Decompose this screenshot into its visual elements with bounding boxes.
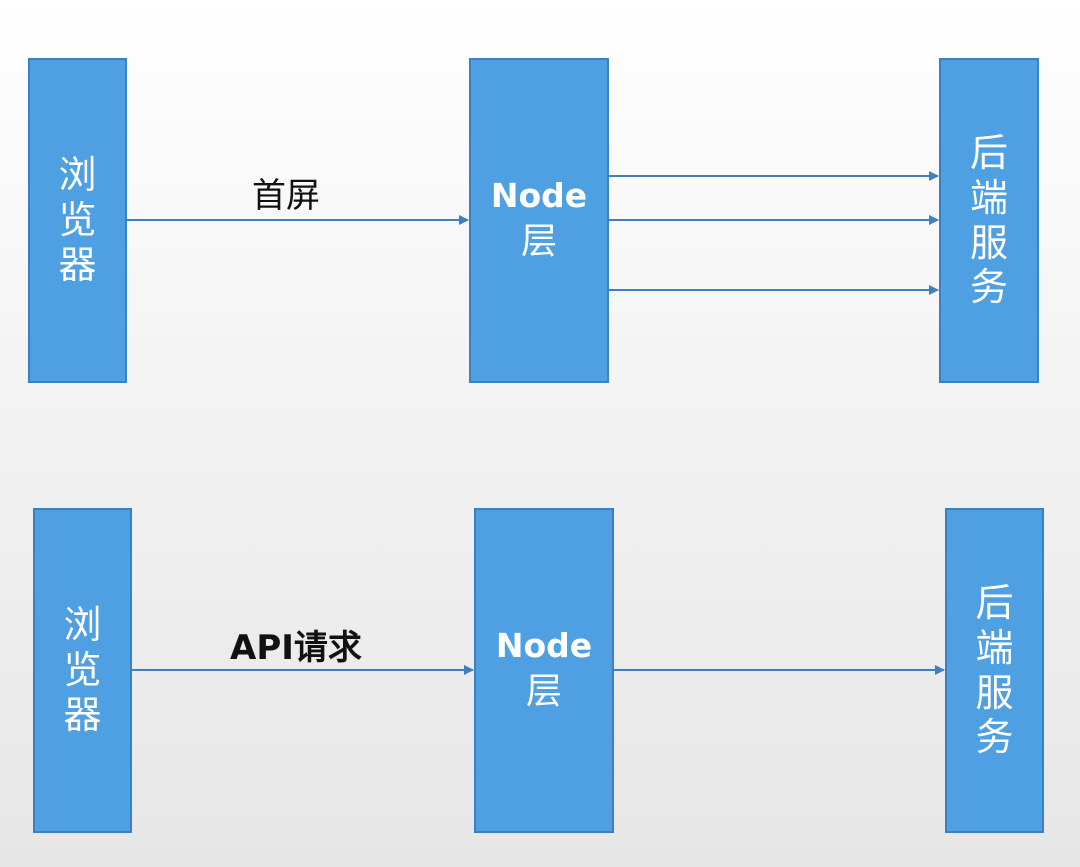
bottom-browser-box: 浏览器 — [33, 508, 132, 833]
top-node-name: Node — [490, 175, 588, 215]
bottom-node-text: Node 层 — [496, 624, 592, 717]
bottom-browser-label: 浏览器 — [63, 603, 102, 737]
top-backend-label: 后端服务 — [969, 130, 1008, 310]
bottom-node-name: Node — [495, 625, 593, 665]
top-request-label: 首屏 — [252, 176, 320, 216]
top-node-box: Node 层 — [469, 58, 609, 383]
bottom-backend-label: 后端服务 — [975, 580, 1014, 760]
bottom-backend-box: 后端服务 — [945, 508, 1044, 833]
bottom-node-box: Node 层 — [474, 508, 614, 833]
top-browser-label: 浏览器 — [58, 153, 97, 287]
top-browser-box: 浏览器 — [28, 58, 127, 383]
top-node-text: Node 层 — [491, 174, 587, 267]
bottom-request-label: API请求 — [230, 628, 362, 668]
top-node-sub: 层 — [520, 221, 557, 263]
top-backend-box: 后端服务 — [939, 58, 1039, 383]
bottom-node-sub: 层 — [525, 671, 562, 713]
